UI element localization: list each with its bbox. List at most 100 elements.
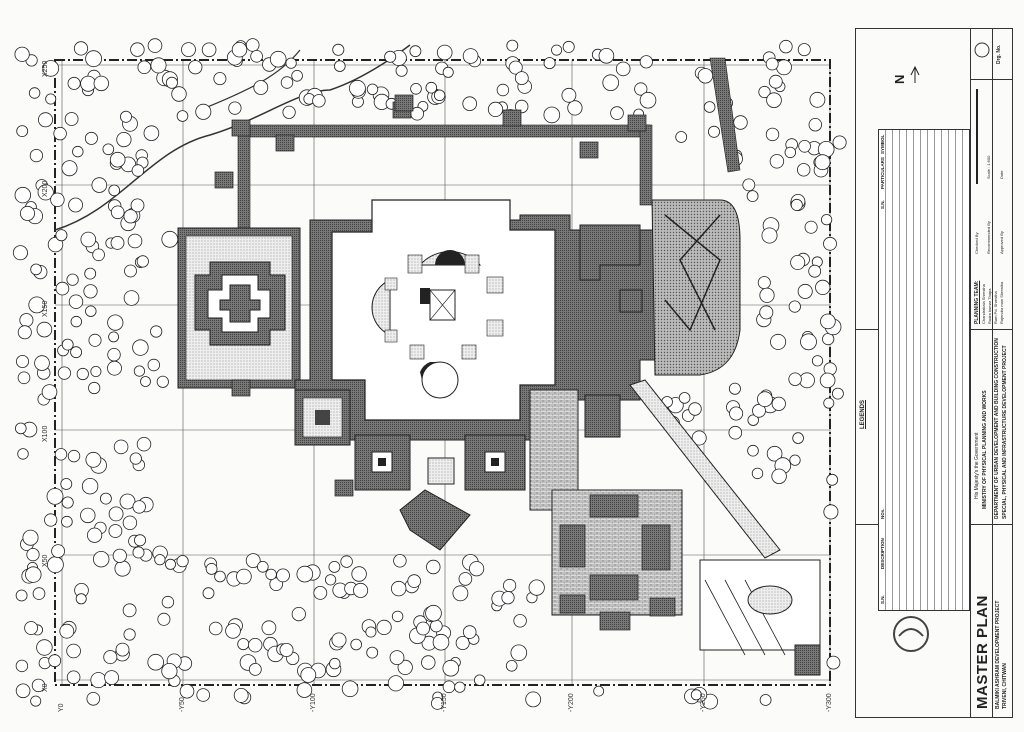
tree <box>397 659 413 676</box>
tree <box>132 500 146 514</box>
tree <box>30 695 42 707</box>
tree <box>341 680 359 698</box>
tree <box>253 80 269 95</box>
tree <box>757 276 771 290</box>
tree <box>47 556 64 574</box>
tree <box>820 214 833 226</box>
tree <box>433 89 446 102</box>
tree <box>24 621 39 635</box>
tree <box>770 333 787 350</box>
tree <box>797 43 811 57</box>
tree <box>42 60 60 77</box>
tree <box>759 694 772 706</box>
grid-label-x: X100 <box>42 425 49 442</box>
tree <box>176 110 189 122</box>
hut <box>214 171 234 189</box>
tree <box>384 50 397 63</box>
tree <box>615 61 631 77</box>
tree <box>85 451 102 468</box>
grid-label-y: -Y150 <box>441 693 448 712</box>
tree <box>324 574 337 586</box>
tree <box>59 623 75 639</box>
tree <box>46 487 64 505</box>
tree <box>598 47 615 64</box>
grid-label-y: Y0 <box>58 703 65 712</box>
tree <box>768 74 783 89</box>
tree <box>788 300 801 313</box>
title-block: LEGENDS S.N. DESCRIPTION NOs. S.N. PARTI… <box>855 28 1013 718</box>
tree <box>143 125 160 141</box>
tree <box>505 659 518 672</box>
parking-roundabout <box>747 585 793 615</box>
tree <box>130 198 145 213</box>
tree <box>366 83 379 96</box>
tree <box>36 321 53 338</box>
tree <box>108 331 119 343</box>
tree <box>202 587 215 600</box>
tree <box>14 46 30 62</box>
tree <box>133 365 145 377</box>
tree <box>228 101 242 115</box>
tree <box>799 372 815 389</box>
tree <box>788 372 802 386</box>
tree <box>17 325 32 340</box>
tree <box>122 515 138 531</box>
tree <box>66 643 81 659</box>
tree <box>728 425 743 440</box>
grid-label-y: -Y300 <box>826 693 833 712</box>
tree <box>690 689 702 701</box>
tree <box>115 642 130 657</box>
tree <box>32 587 46 600</box>
ministry: MINISTRY OF PHYSICAL PLANNING AND WORKS <box>982 390 988 509</box>
tree <box>425 604 442 622</box>
tree <box>798 140 811 153</box>
east-pavilion <box>619 289 643 313</box>
tree <box>87 527 103 543</box>
tree <box>797 163 811 177</box>
tree <box>442 66 454 78</box>
tree <box>800 333 817 351</box>
tree <box>766 445 783 462</box>
tree <box>350 638 363 651</box>
tree <box>826 473 839 486</box>
tree <box>366 646 379 659</box>
tree <box>436 44 453 61</box>
tree <box>88 381 101 395</box>
tree <box>462 96 478 111</box>
tree <box>474 674 486 686</box>
tree <box>832 387 844 400</box>
tree <box>55 229 68 242</box>
tree <box>487 101 504 118</box>
tree <box>107 314 124 331</box>
tree <box>37 184 54 201</box>
tree <box>329 657 341 670</box>
tree <box>28 87 41 99</box>
tree <box>26 547 40 562</box>
tree <box>728 382 741 395</box>
tree <box>86 691 101 706</box>
tree <box>201 42 217 58</box>
tree <box>72 145 84 158</box>
tree <box>80 507 96 524</box>
tree <box>758 85 771 99</box>
tree <box>348 79 366 97</box>
tree <box>245 38 260 52</box>
tree <box>300 667 317 683</box>
tree <box>68 294 84 309</box>
tree <box>455 636 470 651</box>
tree <box>593 685 605 697</box>
tree <box>391 610 404 623</box>
tree <box>452 585 469 602</box>
tree <box>733 115 748 130</box>
team-member: Rajendra man Shrestha <box>999 281 1004 324</box>
team-member: Ram Pd. Shrestha <box>993 291 998 324</box>
legend-col-description: DESCRIPTION <box>880 538 885 569</box>
tree <box>639 55 653 69</box>
tree <box>156 375 169 388</box>
tree <box>282 105 296 119</box>
drawing-number: Drg. No. <box>996 44 1002 64</box>
north-arrow <box>910 65 920 83</box>
tree <box>231 42 248 58</box>
tree <box>100 492 112 505</box>
